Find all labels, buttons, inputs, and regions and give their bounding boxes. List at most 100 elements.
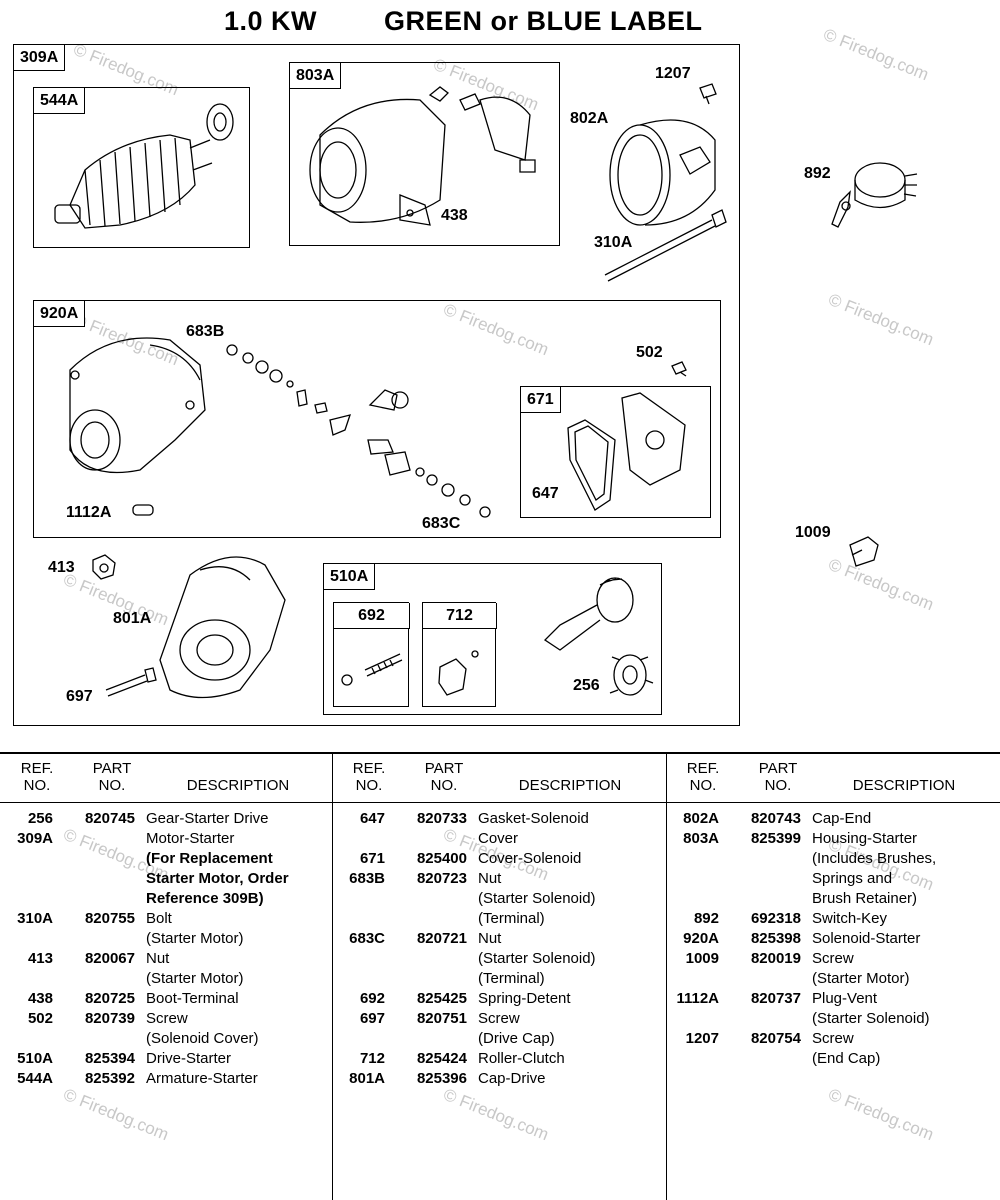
- starter-drive-box: 510A: [323, 563, 662, 715]
- key-switch-drawing: [831, 162, 918, 228]
- ref-number: 438: [27, 990, 53, 1007]
- part-description: (Starter Solenoid): [478, 890, 596, 907]
- part-number: 825400: [416, 850, 467, 867]
- motor-screw-drawing: [849, 536, 879, 567]
- part-description: (Starter Motor): [146, 930, 244, 947]
- part-number: 820745: [84, 810, 135, 827]
- callout-801A: 801A: [113, 610, 152, 627]
- part-description: Switch-Key: [812, 910, 888, 927]
- table-header: REF. NO. PART NO. DESCRIPTION: [0, 754, 332, 803]
- callout-1009: 1009: [795, 524, 831, 541]
- callout-1112A: 1112A: [66, 504, 112, 521]
- part-number: 692318: [750, 910, 801, 927]
- part-description: Housing-Starter: [812, 830, 918, 847]
- through-bolt-drawing: [604, 209, 727, 282]
- table-row: 438 820725 Boot-Terminal: [0, 990, 332, 1010]
- part-number: 820725: [84, 990, 135, 1007]
- header-part-no: PART NO.: [424, 760, 464, 794]
- part-description: Roller-Clutch: [478, 1050, 565, 1067]
- part-number: 825399: [750, 830, 801, 847]
- part-number: 820754: [750, 1030, 801, 1047]
- header-part-no: PART NO.: [92, 760, 132, 794]
- armature-box: 544A: [33, 87, 250, 248]
- callout-802A: 802A: [570, 110, 609, 127]
- ref-number: 892: [693, 910, 719, 927]
- callout-1207: 1207: [655, 65, 691, 82]
- ref-number: 647: [359, 810, 385, 827]
- table-row: 697 820751 Screw (Drive Cap): [332, 1010, 666, 1050]
- parts-table: REF. NO. PART NO. DESCRIPTION 256 820745 G…: [0, 752, 1000, 1200]
- ref-number: 502: [27, 1010, 53, 1027]
- part-number: 825398: [750, 930, 801, 947]
- end-cap-drawing: [609, 119, 716, 226]
- gasket-drawing: [567, 419, 616, 511]
- table-row: 256 820745 Gear-Starter Drive: [0, 810, 332, 830]
- ref-number: 697: [359, 1010, 385, 1027]
- page-title-label: GREEN or BLUE LABEL: [384, 6, 703, 36]
- header-ref-no: REF. NO.: [352, 760, 386, 794]
- callout-310A: 310A: [594, 234, 633, 251]
- box-label-692: 692: [334, 603, 410, 629]
- table-row: 712 825424 Roller-Clutch: [332, 1050, 666, 1070]
- callout-683C: 683C: [422, 515, 461, 532]
- box-label-671: 671: [521, 387, 561, 413]
- part-description: Cap-Drive: [478, 1070, 546, 1087]
- part-description: Screw: [812, 950, 854, 967]
- spring-box: 692: [333, 602, 410, 707]
- table-row: 892 692318 Switch-Key: [666, 910, 1000, 930]
- part-description: Cover: [478, 830, 519, 847]
- part-description: Motor-Starter: [146, 830, 235, 847]
- callout-647: 647: [532, 485, 559, 502]
- part-description: (Drive Cap): [478, 1030, 555, 1047]
- part-number: 820739: [84, 1010, 135, 1027]
- part-description: Nut: [146, 950, 170, 967]
- table-header: REF. NO. PART NO. DESCRIPTION: [666, 754, 1000, 803]
- ref-number: 920A: [683, 930, 719, 947]
- part-number: 820755: [84, 910, 135, 927]
- header-part-no: PART NO.: [758, 760, 798, 794]
- ref-number: 671: [359, 850, 385, 867]
- ref-number: 712: [359, 1050, 385, 1067]
- part-description: Screw: [146, 1010, 188, 1027]
- part-number: 820019: [750, 950, 801, 967]
- page-title-kw: 1.0 KW: [224, 6, 318, 36]
- table-header: REF. NO. PART NO. DESCRIPTION: [332, 754, 666, 803]
- part-description: Gear-Starter Drive: [146, 810, 269, 827]
- part-number: 825424: [416, 1050, 467, 1067]
- part-description: Screw: [478, 1010, 520, 1027]
- solenoid-cover-drawing: [621, 392, 686, 486]
- part-description-note: Starter Motor, Order: [146, 870, 289, 887]
- ref-number: 801A: [349, 1070, 385, 1087]
- part-description: Boot-Terminal: [146, 990, 239, 1007]
- housing-drawing: [309, 86, 536, 226]
- part-description: (Starter Solenoid): [812, 1010, 930, 1027]
- callout-256: 256: [573, 677, 600, 694]
- solenoid-cover-box: 671: [520, 386, 711, 518]
- part-description: Springs and: [812, 870, 893, 887]
- part-description: (Starter Solenoid): [478, 950, 596, 967]
- parts-column-1: REF. NO. PART NO. DESCRIPTION 256 820745 G…: [0, 754, 333, 1200]
- part-number: 825396: [416, 1070, 467, 1087]
- ref-number: 256: [27, 810, 53, 827]
- exploded-parts-diagram: [54, 83, 918, 699]
- part-number: 820721: [416, 930, 467, 947]
- part-description-note: (For Replacement: [146, 850, 273, 867]
- ref-number: 683C: [349, 930, 385, 947]
- part-description: Cover-Solenoid: [478, 850, 582, 867]
- part-number: 820751: [416, 1010, 467, 1027]
- detent-spring-drawing: [341, 653, 403, 686]
